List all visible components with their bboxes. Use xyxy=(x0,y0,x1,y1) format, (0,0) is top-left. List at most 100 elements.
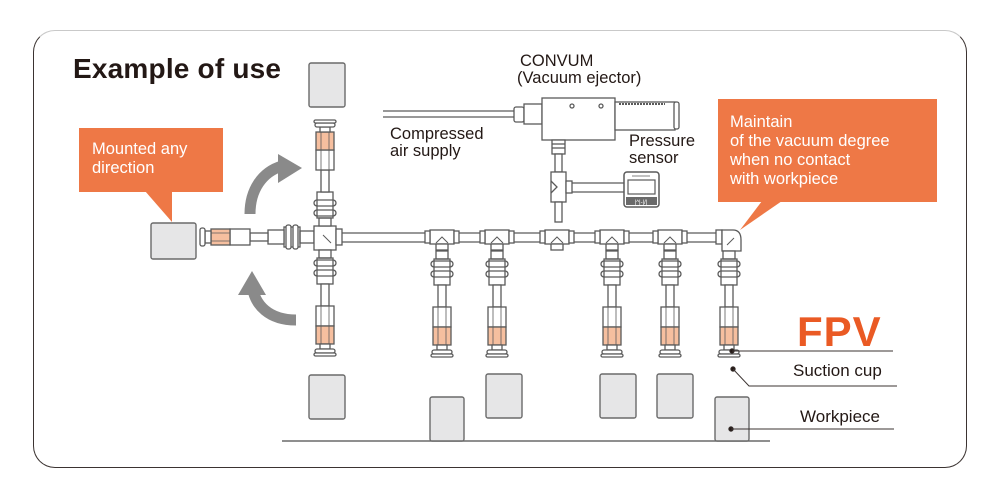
hex-adapter xyxy=(229,228,251,246)
product-name: FPV xyxy=(797,308,882,355)
stem xyxy=(607,284,617,308)
ejector-vacuum-line xyxy=(550,139,624,223)
compressed-air-label-line1: Compressed xyxy=(390,125,484,143)
tee-port-left xyxy=(539,230,546,244)
cross-port-right xyxy=(335,228,343,246)
cup-neck xyxy=(491,344,503,351)
cup-neck xyxy=(606,344,618,351)
lock-nut xyxy=(485,270,509,278)
cup-neck xyxy=(319,343,331,350)
vacuum-pad-assembly-2 xyxy=(485,250,509,358)
workpiece-top xyxy=(308,62,346,108)
maintain-callout-line4: with workpiece xyxy=(730,170,839,188)
cup-neck xyxy=(319,126,331,133)
hex-adapter xyxy=(602,306,622,328)
workpiece-label: Workpiece xyxy=(800,407,880,426)
lock-nut xyxy=(430,270,454,278)
maintain-callout-tail xyxy=(740,201,782,230)
tee-port-right xyxy=(681,230,688,244)
hex-adapter xyxy=(660,306,680,328)
vacuum-pad-assembly-4 xyxy=(658,250,682,358)
maintain-callout-line1: Maintain xyxy=(730,113,793,131)
vacuum-ejector xyxy=(541,97,680,141)
lock-nut xyxy=(717,260,741,268)
stem xyxy=(492,284,502,308)
workpiece-on-floor-right xyxy=(714,396,750,442)
cup-neck xyxy=(204,230,212,244)
vacuum-pad-assembly-3 xyxy=(600,250,624,358)
ejector-label-name: CONVUM xyxy=(520,52,594,70)
lock-nut xyxy=(600,260,624,268)
maintain-vacuum-callout: Maintain of the vacuum degree when no co… xyxy=(718,99,937,202)
mounted-callout-line1: Mounted any xyxy=(92,140,188,158)
suction-cup-lip xyxy=(658,353,682,358)
tee-port-down xyxy=(490,243,504,251)
swivel-fitting xyxy=(318,249,332,259)
hex-adapter xyxy=(315,305,335,327)
lock-nut xyxy=(485,260,509,268)
suction-cup-lip xyxy=(313,352,337,357)
lock-nut xyxy=(600,270,624,278)
lock-nut xyxy=(285,224,292,250)
workpiece-left xyxy=(150,222,197,260)
fpv-valve xyxy=(315,131,335,151)
suction-cup xyxy=(199,227,206,247)
fpv-valve xyxy=(602,326,622,346)
swivel-fitting xyxy=(663,250,677,260)
lock-nut xyxy=(313,199,337,207)
stem xyxy=(320,283,330,307)
stem xyxy=(437,284,447,308)
ejector-tee xyxy=(539,229,575,251)
pressure-sensor-label-line1: Pressure xyxy=(629,132,696,150)
stem xyxy=(249,232,269,242)
cross-body xyxy=(313,225,337,251)
branch-tee xyxy=(652,229,688,251)
cross-fitting xyxy=(313,225,343,251)
pressure-sensor-label: Pressure sensor xyxy=(629,133,695,167)
leader-lines xyxy=(728,348,897,432)
workpiece-bottom-center xyxy=(308,374,346,420)
cup-neck xyxy=(436,344,448,351)
branch-tee xyxy=(594,229,630,251)
pressure-sensor: |^|-|/| xyxy=(623,171,660,208)
tee-port-left xyxy=(594,230,601,244)
maintain-callout-line2: of the vacuum degree xyxy=(730,132,890,150)
tee-port-right xyxy=(568,230,575,244)
ejector-label-desc: (Vacuum ejector) xyxy=(517,69,642,87)
tee-port-left xyxy=(424,230,431,244)
union xyxy=(267,229,285,245)
svg-text:|^|-|/|: |^|-|/| xyxy=(635,200,648,206)
swivel-fitting xyxy=(318,217,332,227)
vacuum-pad-assembly-down xyxy=(313,249,337,357)
swivel-fitting xyxy=(722,250,736,260)
tee-port-down xyxy=(435,243,449,251)
lock-nut xyxy=(313,269,337,277)
workpiece-on-floor xyxy=(429,396,465,442)
suction-cup-lip xyxy=(313,119,337,124)
hex-adapter xyxy=(719,306,739,328)
mounted-callout-line2: direction xyxy=(92,159,155,177)
hex-adapter xyxy=(432,306,452,328)
vacuum-pad-assembly-1 xyxy=(430,250,454,358)
reducer xyxy=(299,230,315,244)
compressed-air-hose xyxy=(383,103,543,125)
fpv-valve xyxy=(210,228,231,246)
hex-adapter xyxy=(487,306,507,328)
branch-tee xyxy=(424,229,460,251)
diagram-frame xyxy=(33,30,967,468)
tee-port-down xyxy=(605,243,619,251)
compressed-air-label: Compressed air supply xyxy=(390,126,484,160)
workpiece-held xyxy=(485,373,523,419)
mounted-callout: Mounted any direction xyxy=(79,128,223,192)
diagram-title: Example of use xyxy=(73,53,282,84)
curved-arrow-counterclockwise-icon xyxy=(238,271,297,326)
lock-nut xyxy=(313,259,337,267)
vacuum-pad-assembly-up xyxy=(313,119,337,227)
suction-cup-lip xyxy=(485,353,509,358)
fpv-valve xyxy=(432,326,452,346)
swivel-fitting xyxy=(490,250,504,260)
lock-nut xyxy=(717,270,741,278)
stem xyxy=(665,284,675,308)
tee-port-right xyxy=(508,230,515,244)
tee-port-down xyxy=(550,243,564,251)
